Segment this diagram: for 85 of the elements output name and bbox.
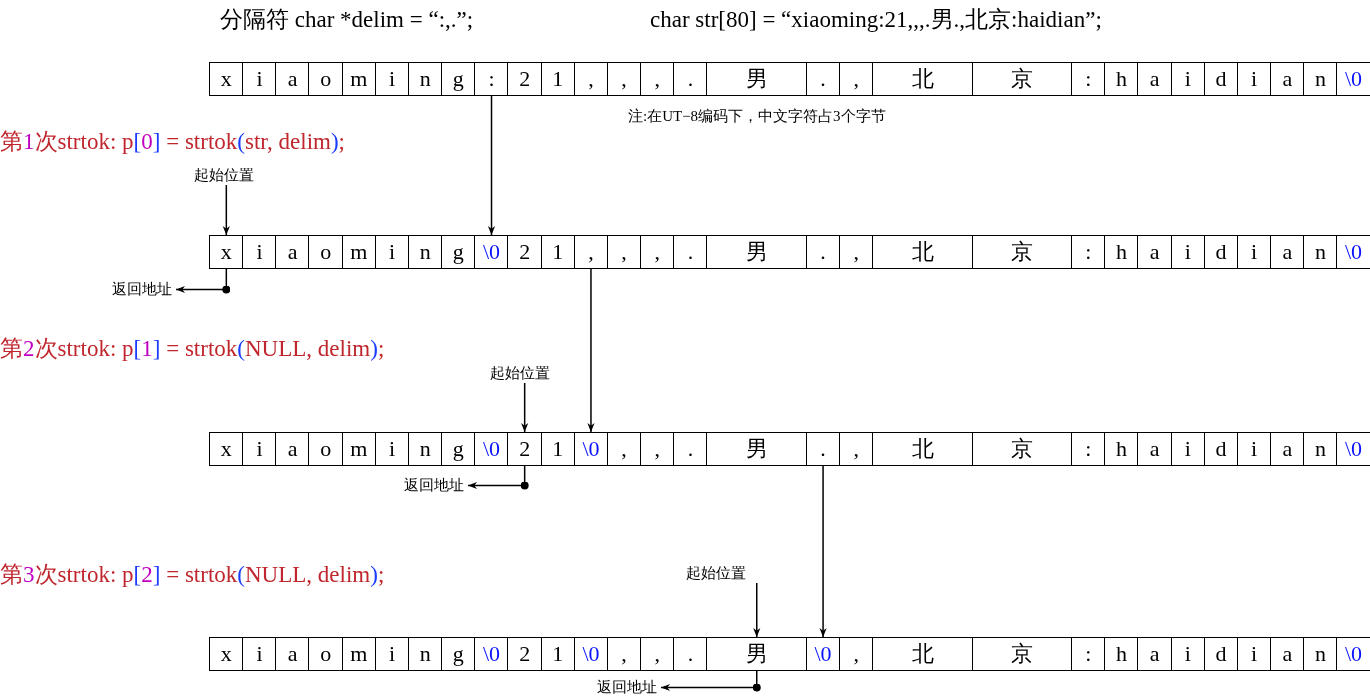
start-position-label: 起始位置 bbox=[194, 166, 254, 185]
memory-cell: a bbox=[1137, 637, 1172, 671]
memory-cell: 2 bbox=[507, 432, 542, 466]
memory-cell: n bbox=[1303, 432, 1338, 466]
memory-cell: i bbox=[242, 62, 277, 96]
memory-cell: . bbox=[673, 637, 708, 671]
return-address-label: 返回地址 bbox=[112, 280, 172, 299]
memory-cell: a bbox=[1137, 62, 1172, 96]
memory-cell: \0 bbox=[1336, 637, 1370, 671]
memory-cell: 北 bbox=[872, 235, 974, 269]
memory-cell: \0 bbox=[1336, 62, 1370, 96]
code-line: 分隔符 char *delim = “:,.”; bbox=[220, 6, 474, 34]
memory-cell: 男 bbox=[706, 432, 808, 466]
memory-cell: \0 bbox=[474, 432, 509, 466]
annotation-note: 注:在UT−8编码下，中文字符占3个字节 bbox=[628, 107, 886, 126]
arrow bbox=[819, 465, 827, 638]
arrow bbox=[753, 582, 761, 638]
arrow bbox=[175, 268, 230, 294]
return-address-label: 返回地址 bbox=[597, 678, 657, 697]
memory-cell: . bbox=[673, 62, 708, 96]
function-call-caption: 第3次strtok: p[2] = strtok(NULL, delim); bbox=[0, 561, 385, 589]
memory-cell: 北 bbox=[872, 637, 974, 671]
memory-cell: : bbox=[474, 62, 509, 96]
memory-cell: i bbox=[242, 235, 277, 269]
memory-cell: \0 bbox=[1336, 432, 1370, 466]
memory-cell: g bbox=[441, 637, 476, 671]
memory-cell: a bbox=[1137, 432, 1172, 466]
arrow bbox=[222, 184, 230, 236]
arrow bbox=[467, 465, 529, 490]
memory-cell: g bbox=[441, 235, 476, 269]
memory-cell: o bbox=[308, 637, 344, 671]
memory-cell: \0 bbox=[1336, 235, 1370, 269]
memory-cell: h bbox=[1104, 62, 1139, 96]
memory-cell: h bbox=[1104, 637, 1139, 671]
memory-cell: 2 bbox=[507, 62, 542, 96]
start-position-label: 起始位置 bbox=[686, 564, 746, 583]
memory-cell: x bbox=[209, 62, 244, 96]
memory-cell: 2 bbox=[507, 637, 542, 671]
memory-cell: : bbox=[1071, 637, 1106, 671]
code-line: char str[80] = “xiaoming:21,,,.男.,北京:haidian”; bbox=[650, 6, 1102, 34]
memory-cell: n bbox=[1303, 62, 1338, 96]
memory-cell: h bbox=[1104, 235, 1139, 269]
memory-cell: i bbox=[242, 637, 277, 671]
memory-cell: 男 bbox=[706, 235, 808, 269]
memory-cell: 京 bbox=[971, 637, 1073, 671]
memory-cell: \0 bbox=[474, 235, 509, 269]
function-call-caption: 第1次strtok: p[0] = strtok(str, delim); bbox=[0, 128, 345, 156]
memory-cell: o bbox=[308, 432, 344, 466]
function-call-caption: 第2次strtok: p[1] = strtok(NULL, delim); bbox=[0, 335, 385, 363]
memory-cell: 北 bbox=[872, 432, 974, 466]
memory-cell: 男 bbox=[706, 62, 808, 96]
memory-cell: : bbox=[1071, 432, 1106, 466]
memory-cell: a bbox=[275, 637, 310, 671]
memory-cell: . bbox=[673, 235, 708, 269]
memory-cell: 2 bbox=[507, 235, 542, 269]
memory-cell: o bbox=[308, 62, 344, 96]
memory-cell: 男 bbox=[706, 637, 808, 671]
arrow bbox=[587, 268, 595, 433]
memory-cell: a bbox=[275, 62, 310, 96]
memory-cell: x bbox=[209, 637, 244, 671]
memory-cell: \0 bbox=[474, 637, 509, 671]
memory-cell: 京 bbox=[971, 235, 1073, 269]
memory-cell: n bbox=[1303, 637, 1338, 671]
memory-cell: h bbox=[1104, 432, 1139, 466]
memory-cell: o bbox=[308, 235, 344, 269]
memory-cell: a bbox=[275, 235, 310, 269]
memory-cell: x bbox=[209, 432, 244, 466]
memory-cell: . bbox=[673, 432, 708, 466]
memory-cell: i bbox=[242, 432, 277, 466]
memory-cell: a bbox=[275, 432, 310, 466]
memory-cell: g bbox=[441, 432, 476, 466]
arrow bbox=[487, 95, 496, 236]
arrow bbox=[660, 670, 761, 692]
memory-cell: a bbox=[1137, 235, 1172, 269]
memory-cell: 京 bbox=[971, 62, 1073, 96]
memory-cell: 北 bbox=[872, 62, 974, 96]
memory-cell: : bbox=[1071, 62, 1106, 96]
memory-cell: n bbox=[1303, 235, 1338, 269]
memory-cell: 京 bbox=[971, 432, 1073, 466]
return-address-label: 返回地址 bbox=[404, 476, 464, 495]
start-position-label: 起始位置 bbox=[490, 364, 550, 383]
memory-cell: : bbox=[1071, 235, 1106, 269]
memory-cell: g bbox=[441, 62, 476, 96]
arrow bbox=[521, 382, 529, 433]
memory-cell: x bbox=[209, 235, 244, 269]
